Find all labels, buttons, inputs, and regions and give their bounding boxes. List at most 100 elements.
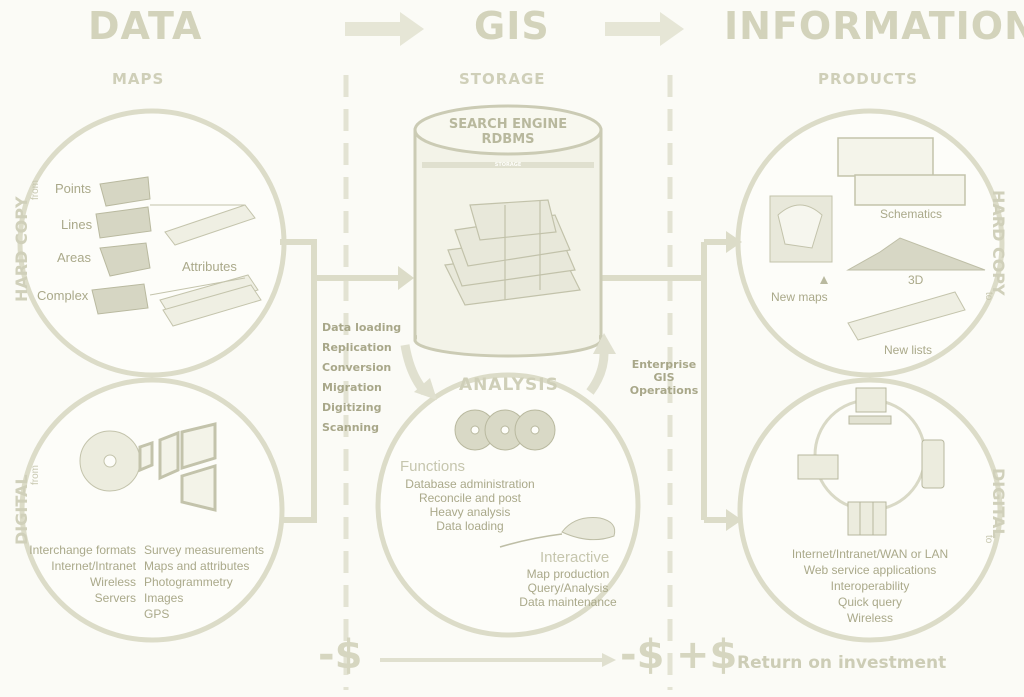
mouse-icon [499,517,616,548]
roi-arrow [380,653,616,667]
attribute-connectors [149,204,246,296]
terrain-3d-icon [846,237,986,271]
gain-label: +$ [676,632,738,678]
product-label-new-lists: New lists [884,343,933,357]
interactive-item: Map production [526,567,610,581]
output-arrowhead-bottom [726,509,742,531]
storage-layers-graphic [444,199,581,306]
function-item: Heavy analysis [429,505,511,519]
digital-input-item: Internet/Intranet [51,559,136,573]
digital-input-list-right: Survey measurements Maps and attributes … [144,542,264,622]
function-item: Reconcile and post [418,491,522,505]
digital-output-item: Quick query [837,595,903,609]
side-label-from-bottom: from [30,465,41,485]
layer-label-points: Points [55,181,92,196]
printer-icon [797,454,839,480]
section-storage: STORAGE [459,70,546,88]
digital-output-item: Web service applications [803,563,937,577]
layer-label-areas: Areas [57,250,91,265]
attribute-grids [159,204,262,327]
input-arrowhead [398,266,414,290]
product-label-new-maps: New maps [771,290,828,304]
digital-input-list-left: Interchange formats Internet/Intranet Wi… [20,542,136,606]
server-icon [847,501,887,536]
cost-label-end: -$ [620,632,665,678]
side-label-hard-copy-right: HARD COPY [989,190,1008,296]
section-maps: MAPS [112,70,165,88]
section-products: PRODUCTS [818,70,918,88]
loading-op-item: Migration [322,381,382,394]
data-loading-operations-list: Data loading Replication Conversion Migr… [322,318,401,438]
header-arrow-2 [605,12,684,46]
return-on-investment-label: Return on investment [737,653,947,673]
phone-icon [921,439,945,489]
analysis-circle [375,372,641,638]
cd-disc-icon [79,430,141,492]
interactive-item: Query/Analysis [527,581,609,595]
side-label-hard-copy-left: HARD COPY [12,196,31,302]
side-label-from-top: from [30,180,41,200]
digital-frames-icon [138,422,217,512]
new-lists-icon [847,291,966,341]
header-arrow-1 [345,12,424,46]
cost-label-start: -$ [318,632,363,678]
digital-input-item: Maps and attributes [144,559,250,573]
enterprise-line: GIS [653,371,675,384]
digital-input-item: Images [144,591,184,605]
interactive-title: Interactive [540,549,610,566]
layer-label-lines: Lines [61,217,93,232]
analysis-disc-icons [454,409,556,451]
functions-title: Functions [400,458,466,475]
product-label-3d: 3D [908,273,924,287]
side-label-digital-left: DIGITAL [12,474,31,545]
digital-input-item: Wireless [89,575,136,589]
loading-op-item: Scanning [322,421,380,434]
storage-title: SEARCH ENGINE RDBMS [430,117,586,147]
layer-label-complex: Complex [37,288,89,303]
output-connector [600,239,728,523]
new-map-icon [769,195,833,263]
header-gis: GIS [474,4,550,48]
functions-list: Database administration Reconcile and po… [390,477,550,533]
loading-op-item: Digitizing [322,401,382,414]
monitor-icon [848,387,892,425]
analysis-up-arrow [586,349,609,395]
side-label-to-top: to [983,292,994,301]
map-layer-icons [91,176,152,315]
analysis-down-arrow [400,344,429,395]
enterprise-gis-operations: Enterprise GIS Operations [628,358,700,397]
loading-op-item: Conversion [322,361,392,374]
loading-op-item: Data loading [322,321,402,334]
output-arrowhead-top [726,231,742,253]
digital-output-item: Internet/Intranet/WAN or LAN [791,547,949,561]
side-label-to-bottom: to [983,535,994,544]
analysis-up-arrowhead [593,333,616,354]
enterprise-line: Enterprise [631,358,697,371]
header-data: DATA [88,4,203,48]
function-item: Database administration [405,477,535,491]
digital-input-item: Interchange formats [29,543,136,557]
storage-title-line2: RDBMS [481,132,535,147]
product-label-schematics: Schematics [880,207,943,221]
side-label-digital-right: DIGITAL [989,468,1008,539]
storage-band-label: STORAGE [494,162,522,168]
digital-output-item: Interoperability [830,579,910,593]
input-connector [280,239,398,523]
digital-output-list: Internet/Intranet/WAN or LAN Web service… [780,546,960,626]
storage-title-line1: SEARCH ENGINE [448,117,568,132]
loading-op-item: Replication [322,341,392,354]
digital-output-item: Wireless [846,611,893,625]
interactive-item: Data maintenance [519,595,617,609]
header-information: INFORMATION [724,4,1024,48]
interactive-list: Map production Query/Analysis Data maint… [470,567,666,609]
attributes-label: Attributes [182,259,237,274]
digital-input-item: Survey measurements [144,543,265,557]
hard-copy-input-circle [17,108,287,378]
digital-input-item: GPS [144,607,170,621]
digital-input-item: Servers [94,591,136,605]
digital-input-item: Photogrammetry [144,575,233,589]
enterprise-line: Operations [629,384,699,397]
section-analysis: ANALYSIS [459,375,559,395]
analysis-down-arrowhead [414,378,437,400]
